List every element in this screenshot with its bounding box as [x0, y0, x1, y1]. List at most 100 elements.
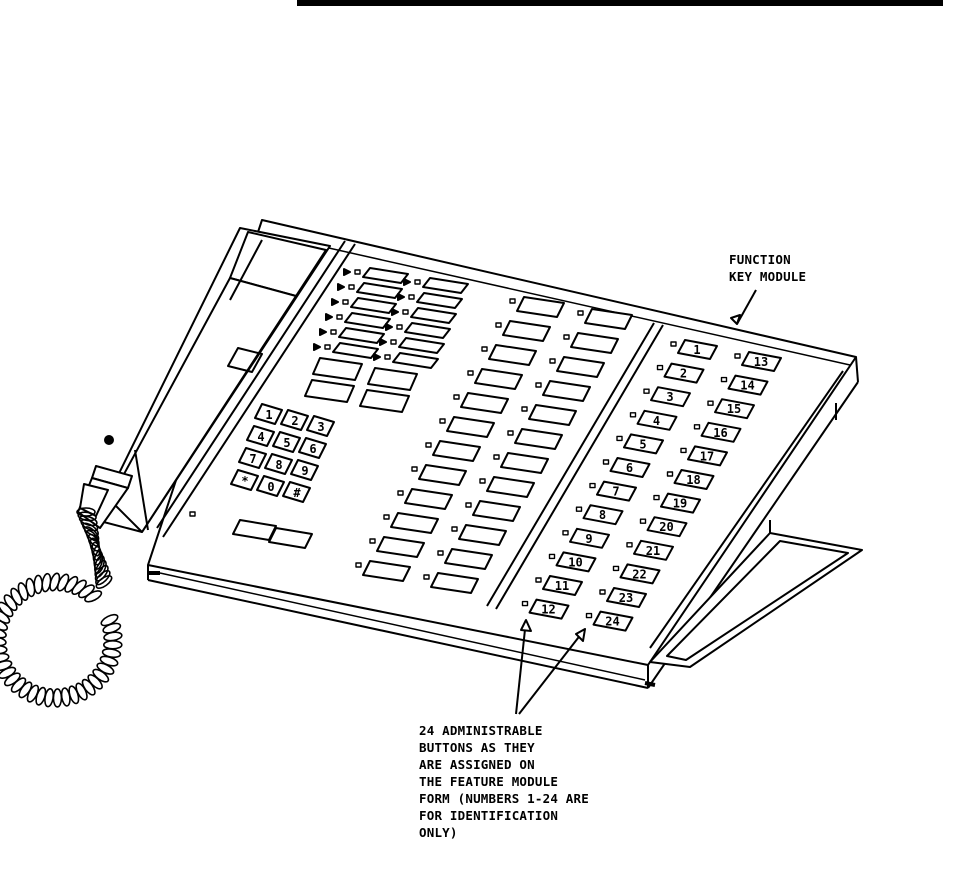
line-key: [344, 312, 391, 329]
keypad-key: [290, 459, 319, 481]
module-key: [569, 527, 610, 549]
feature-lamp: [495, 322, 502, 328]
line-lamp: [402, 309, 409, 315]
module-key-number: 12: [541, 603, 555, 617]
line-key: [332, 342, 379, 359]
keypad-key: [282, 481, 311, 503]
keypad-key: [280, 409, 309, 431]
module-key-number: 10: [568, 555, 582, 569]
module-lamp: [653, 494, 660, 501]
keypad-key-label: 1: [265, 408, 272, 422]
line-key: [398, 337, 445, 354]
line-lamp: [336, 314, 343, 320]
line-lamp: [354, 269, 361, 275]
line-indicator-arrow: [379, 338, 387, 346]
feature-lamp: [465, 502, 472, 508]
feature-key-large: [312, 357, 363, 381]
keypad-key: [254, 403, 283, 425]
module-lamp: [707, 400, 714, 406]
module-key: [528, 598, 570, 620]
line-indicator-arrow: [385, 323, 393, 331]
cord-coil: [102, 640, 123, 650]
module-key-number: 2: [680, 367, 687, 381]
buttons-label-line-7: ONLY): [419, 825, 458, 840]
keypad-key: [264, 453, 293, 475]
module-key: [619, 563, 661, 585]
keypad-key-label: *: [241, 474, 248, 488]
module-lamp: [602, 459, 610, 465]
module-lamp: [612, 565, 620, 572]
cord-coil: [94, 559, 107, 578]
module-key: [673, 469, 715, 490]
module-key-number: 24: [605, 615, 619, 629]
keypad-key-label: 7: [249, 452, 256, 466]
module-key: [727, 374, 769, 396]
keypad-key: [298, 437, 327, 459]
feature-key: [390, 512, 439, 534]
module-key-number: 3: [666, 390, 673, 404]
cord-coil: [0, 627, 7, 639]
line-indicator-arrow: [373, 353, 381, 361]
cord-coil: [0, 618, 9, 631]
keypad-key: [272, 431, 301, 453]
feature-key: [418, 464, 467, 486]
line-lamp: [342, 299, 349, 305]
buttons-label-line-1: 24 ADMINISTRABLE: [419, 723, 543, 738]
module-lamp: [616, 435, 623, 442]
feature-key: [432, 440, 481, 462]
feature-lamp: [425, 442, 432, 448]
feature-lamp: [397, 490, 404, 496]
feature-key: [500, 452, 549, 474]
module-lamp: [666, 471, 674, 477]
line-indicator-arrow: [331, 298, 339, 306]
module-key-number: 6: [626, 461, 633, 475]
module-lamp: [680, 447, 687, 454]
module-key: [633, 539, 674, 561]
feature-lamp: [507, 430, 514, 436]
feature-key: [430, 572, 479, 594]
feature-lamp: [467, 370, 474, 376]
feature-lamp: [453, 394, 460, 400]
keypad-key-label: 4: [257, 430, 264, 444]
feature-lamp: [509, 298, 516, 304]
line-indicator-arrow: [391, 308, 399, 316]
line-lamp: [408, 294, 415, 300]
module-key-number: 14: [740, 379, 754, 393]
module-key-number: 8: [599, 508, 606, 522]
module-lamp: [599, 589, 606, 595]
line-indicator-arrow: [343, 268, 351, 276]
keypad-key: [238, 447, 267, 469]
feature-key: [486, 476, 535, 498]
bottom-lamp: [189, 511, 196, 517]
feature-key-large: [367, 367, 418, 391]
module-lamp: [626, 542, 633, 548]
module-lamp: [693, 424, 701, 430]
panel-dividers: [156, 240, 844, 649]
coiled-cord: [0, 507, 123, 708]
line-key: [350, 297, 397, 314]
administrable-buttons-label: 24 ADMINISTRABLE BUTTONS AS THEY ARE ASS…: [419, 722, 589, 841]
line-lamp: [324, 344, 331, 350]
feature-key: [528, 404, 577, 426]
keypad-key: [256, 475, 285, 497]
buttons-label-line-4: THE FEATURE MODULE: [419, 774, 559, 789]
keypad-key-label: 9: [301, 464, 308, 478]
module-key: [606, 587, 647, 608]
module-key: [582, 504, 624, 526]
cord-coil: [33, 574, 44, 595]
module-key-number: 4: [653, 414, 660, 428]
module-key-number: 17: [700, 449, 714, 463]
module-lamp: [629, 412, 637, 418]
fkm-label-line-2: KEY MODULE: [729, 269, 807, 284]
feature-key: [446, 416, 495, 438]
keypad-key: [306, 415, 335, 437]
feature-lamp: [423, 574, 430, 580]
cord-coil: [0, 652, 10, 663]
feature-key: [474, 368, 523, 390]
keypad-key-label: 2: [291, 414, 298, 428]
module-key: [555, 551, 597, 573]
feature-key: [460, 392, 509, 414]
line-key: [392, 352, 439, 369]
buttons-label-line-3: ARE ASSIGNED ON: [419, 757, 535, 772]
